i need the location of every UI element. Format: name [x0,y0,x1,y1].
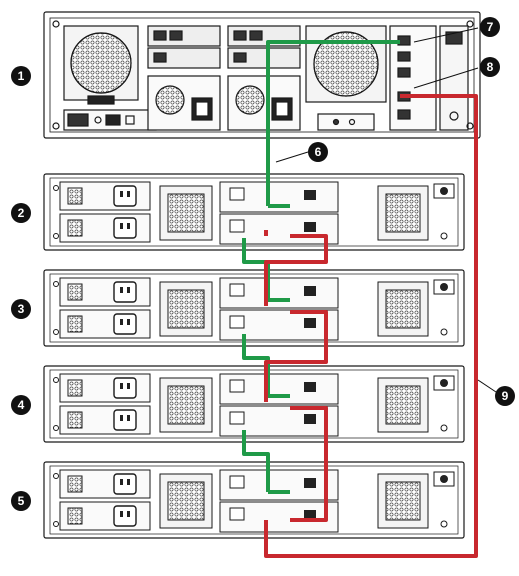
svg-text:8: 8 [487,60,494,74]
disk-enclosure-5 [44,462,464,538]
callout-6: 6 [276,142,328,162]
svg-text:4: 4 [18,398,25,412]
svg-text:3: 3 [18,302,25,316]
svg-text:9: 9 [502,389,509,403]
svg-text:1: 1 [18,69,25,83]
callout-1: 1 [11,66,31,86]
svg-text:6: 6 [315,145,322,159]
callout-4: 4 [11,395,31,415]
svg-text:7: 7 [487,20,494,34]
disk-enclosure-4 [44,366,464,442]
svg-text:5: 5 [18,494,25,508]
disk-enclosure-3 [44,270,464,346]
callout-5: 5 [11,491,31,511]
callout-2: 2 [11,203,31,223]
callout-3: 3 [11,299,31,319]
callout-9: 9 [478,380,515,406]
controller-chassis [44,12,480,138]
disk-enclosure-2 [44,174,464,250]
svg-text:2: 2 [18,206,25,220]
